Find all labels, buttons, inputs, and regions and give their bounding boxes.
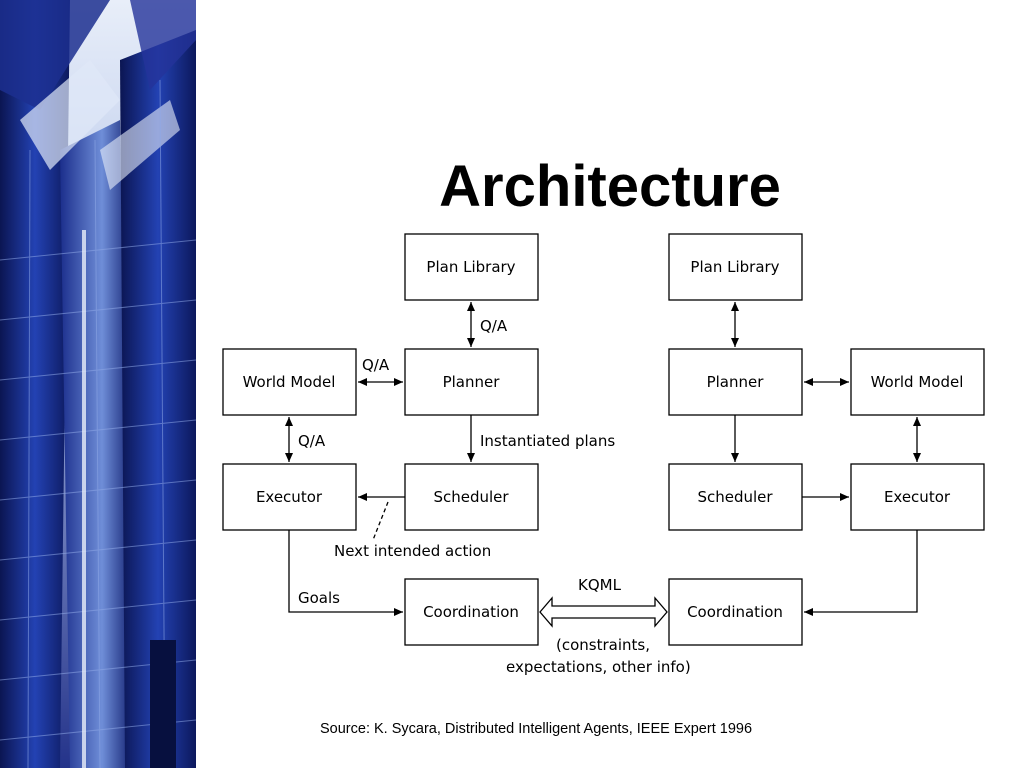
label-qa-library: Q/A [480,317,508,335]
kqml-hollow-arrow [539,596,668,628]
agent-b-planner-label: Planner [707,373,765,391]
agent-b-coordination-box [668,578,803,646]
label-qa-world: Q/A [362,356,390,374]
agent-b-plan-library-box [668,233,803,301]
agent-a-planner-box [404,348,539,416]
agent-a-executor-label: Executor [256,488,323,506]
agent-b-world-model-label: World Model [871,373,964,391]
label-kqml: KQML [578,576,622,594]
source-citation: Source: K. Sycara, Distributed Intellige… [320,721,753,737]
edge-a-next-action-pointer [372,501,389,541]
agent-a-planner-label: Planner [443,373,501,391]
label-constraints-line1: (constraints, [556,636,650,654]
agent-a-plan-library-label: Plan Library [426,258,515,276]
agent-a-executor-box [222,463,357,531]
agent-b-world-model-box [850,348,985,416]
agent-a-world-model-box [222,348,357,416]
label-next-intended-action: Next intended action [334,542,491,560]
agent-b-scheduler-box [668,463,803,531]
agent-b-planner-box [668,348,803,416]
side-decorative-image [0,0,196,768]
agent-b-executor-label: Executor [884,488,951,506]
agent-a-coordination-label: Coordination [423,603,519,621]
agent-b-plan-library-label: Plan Library [690,258,779,276]
agent-a-world-model-label: World Model [243,373,336,391]
slide-title: Architecture [439,154,781,219]
edge-a-executor-coordination [288,530,403,616]
agent-b-executor-box [850,463,985,531]
agent-a [222,233,539,646]
agent-a-scheduler-label: Scheduler [433,488,509,506]
agent-b-coordination-label: Coordination [687,603,783,621]
agent-a-coordination-box [404,578,539,646]
label-constraints-line2: expectations, other info) [506,658,691,676]
label-goals: Goals [298,589,340,607]
label-qa-executor: Q/A [298,432,326,450]
agent-b [668,233,985,646]
agent-b-scheduler-label: Scheduler [697,488,773,506]
label-instantiated-plans: Instantiated plans [480,432,615,450]
edge-b-executor-coordination [804,530,918,616]
agent-a-scheduler-box [404,463,539,531]
agent-a-plan-library-box [404,233,539,301]
